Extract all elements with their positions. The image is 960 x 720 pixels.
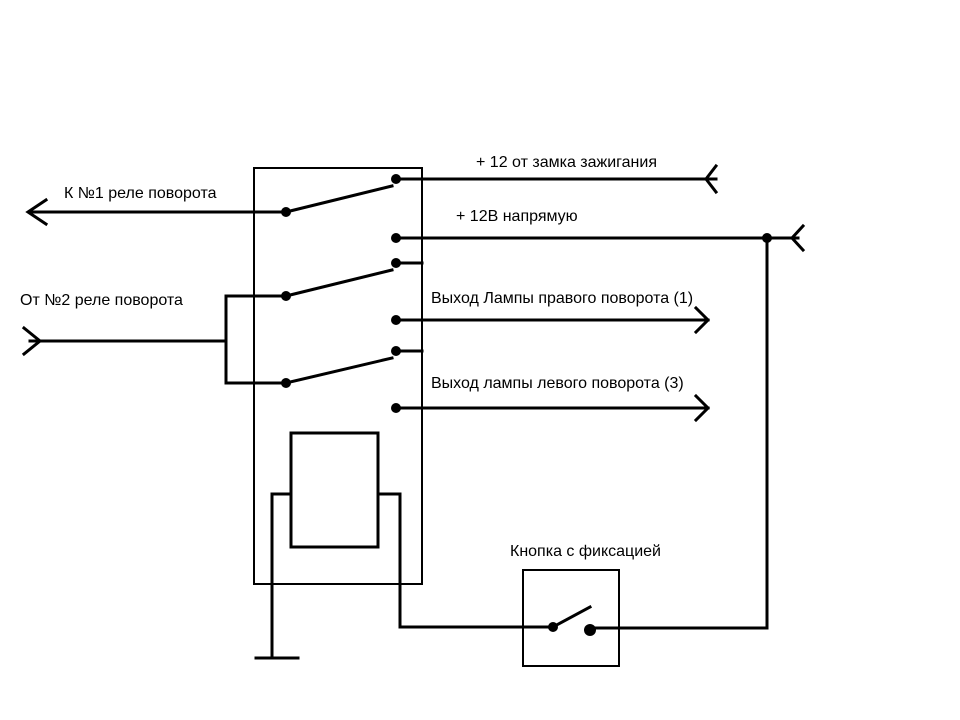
relay2-bracket [224, 294, 288, 385]
relay1-label: К №1 реле поворота [64, 185, 217, 202]
left-lamp-label: Выход лампы левого поворота (3) [431, 375, 684, 392]
button-switch-lever [550, 604, 593, 630]
relay-body [253, 167, 423, 585]
coil-ground-wire [270, 492, 293, 660]
relay-coil [289, 431, 380, 549]
coil-button-wire [376, 492, 555, 629]
relay1-arrow [25, 197, 49, 227]
direct-connector [789, 223, 806, 253]
ignition-contact [391, 174, 401, 184]
switch-2-blade [284, 268, 394, 298]
ignition-connector [704, 163, 719, 195]
direct-junction [762, 233, 772, 243]
left-lamp-arrow [693, 393, 711, 423]
button-contact-left [548, 622, 558, 632]
right-lamp-arrow [693, 305, 711, 335]
relay2-label: От №2 реле поворота [20, 292, 183, 309]
direct-label: + 12В напрямую [456, 208, 578, 225]
button-box [522, 569, 620, 667]
switch-3-blade [284, 356, 394, 385]
right-lamp-label: Выход Лампы правого поворота (1) [431, 290, 693, 307]
switch-1-blade [284, 184, 394, 214]
button-label: Кнопка с фиксацией [510, 543, 661, 560]
relay2-connector [21, 325, 43, 357]
ignition-label: + 12 от замка зажигания [476, 154, 657, 171]
button-contact-right [584, 624, 596, 636]
